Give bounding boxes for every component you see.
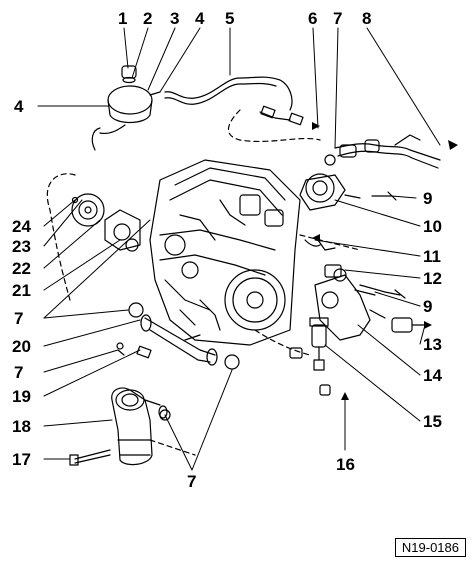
callout-label: 10: [423, 217, 442, 236]
callout-label: 21: [12, 281, 31, 300]
figure-reference-code: N19-0186: [394, 538, 466, 557]
callout-label: 17: [12, 450, 31, 469]
callout-labels: 1 2 3 4 5 6 7 8 4 9 24 10 23 11 22 12 21…: [12, 9, 442, 491]
dashed-routing-path: [254, 329, 311, 356]
callout-label: 1: [118, 9, 127, 28]
temperature-sensor: [309, 317, 329, 371]
bolt: [74, 449, 111, 460]
callout-label: 12: [423, 269, 442, 288]
callout-label: 20: [12, 337, 31, 356]
callout-label: 8: [362, 9, 371, 28]
dashed-routing-path: [46, 173, 76, 301]
callout-label: 13: [423, 335, 442, 354]
callout-label: 22: [12, 259, 31, 278]
dashed-routing-path: [149, 439, 196, 456]
coolant-hose: [164, 76, 293, 111]
arrow-icon: [424, 321, 432, 329]
callout-label: 7: [14, 309, 23, 328]
thermostat-housing-lower: [111, 387, 168, 466]
o-ring: [128, 302, 144, 318]
arrow-icon: [312, 234, 320, 242]
callout-label: 6: [308, 9, 317, 28]
callout-label: 11: [423, 247, 441, 266]
callout-label: 3: [170, 9, 179, 28]
callout-label: 7: [187, 472, 196, 491]
callout-label: 9: [423, 297, 432, 316]
expansion-tank: [91, 65, 161, 151]
arrow-icon: [312, 122, 320, 130]
coolant-hose: [164, 82, 277, 105]
thermostat-housing-right: [314, 268, 376, 341]
callout-label: 18: [12, 417, 31, 436]
callout-label: 23: [12, 237, 31, 256]
water-pump-left: [71, 193, 141, 252]
callout-label: 19: [12, 387, 31, 406]
callout-label: 4: [14, 97, 24, 116]
engine-block: [149, 159, 301, 346]
bolt: [74, 454, 111, 464]
callout-label: 9: [423, 189, 432, 208]
callout-label: 7: [333, 9, 342, 28]
callout-label: 5: [225, 9, 234, 28]
callout-label: 4: [195, 9, 205, 28]
leader-lines: [37, 27, 441, 471]
callout-label: 7: [14, 363, 23, 382]
arrow-icon: [341, 392, 349, 400]
dashed-routing-path: [227, 109, 321, 143]
callout-label: 15: [423, 412, 442, 431]
coolant-pipe: [140, 314, 218, 366]
callout-label: 24: [12, 217, 31, 236]
callout-label: 2: [143, 9, 152, 28]
callout-label: 14: [423, 366, 442, 385]
arrow-icon: [448, 140, 458, 150]
callout-label: 16: [336, 455, 355, 474]
water-pump-housing-right: [299, 173, 361, 211]
o-ring: [224, 354, 240, 370]
